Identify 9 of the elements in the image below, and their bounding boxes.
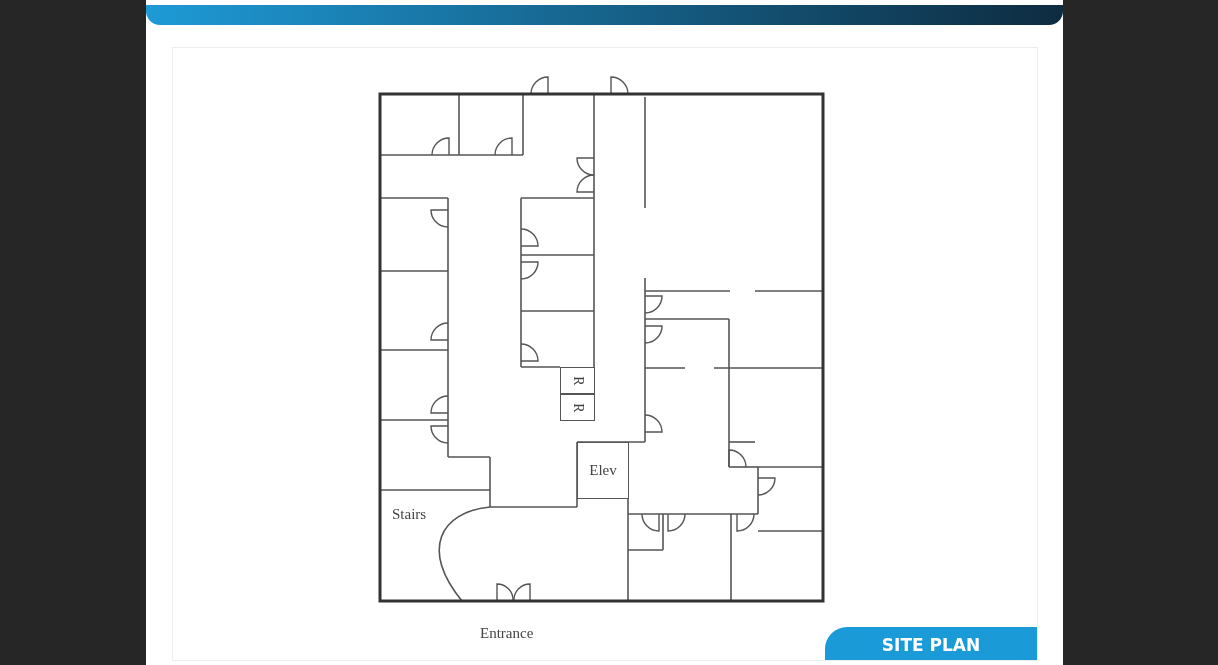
room-label: Elev	[589, 462, 617, 479]
restroom-room	[560, 394, 595, 421]
room-label: R	[569, 375, 586, 386]
stairs-label: Stairs	[392, 506, 427, 523]
entrance-label: Entrance	[480, 625, 534, 642]
title-banner: SITE PLAN	[825, 627, 1037, 660]
restroom-room	[560, 367, 595, 394]
room-label: R	[569, 402, 586, 413]
elevator-room	[577, 442, 629, 499]
